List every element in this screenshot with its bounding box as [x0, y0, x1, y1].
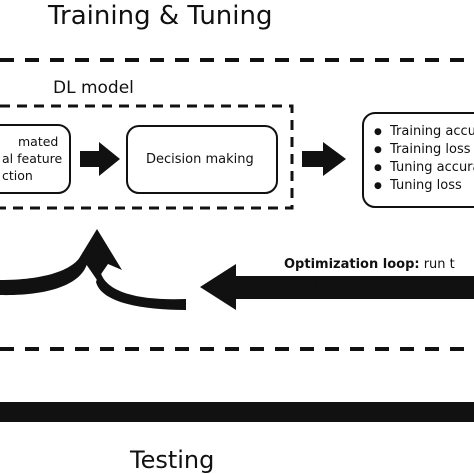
metrics-list: Training accu Training loss Tuning accur… — [374, 123, 474, 195]
feature-line-1: mated — [18, 134, 59, 149]
feature-extraction-text: mated al feature ction — [2, 133, 62, 184]
feedback-curve-right — [96, 270, 186, 310]
decision-making-box — [126, 125, 278, 194]
feature-line-2: al feature — [2, 151, 63, 166]
metric-tuning-accuracy: Tuning accura — [374, 159, 474, 177]
optimization-loop-text: Optimization loop: run t — [284, 255, 455, 274]
testing-bar — [0, 402, 474, 422]
feature-extraction-box — [0, 124, 71, 194]
metric-tuning-loss: Tuning loss — [374, 177, 474, 195]
optimization-line-1: Optimization loop: run t — [284, 255, 455, 274]
testing-title: Testing — [130, 446, 215, 474]
optimization-line-1-rest: run t — [419, 257, 455, 272]
optimization-line-2: tuning accuracy/loss is o — [276, 276, 437, 291]
metric-training-loss: Training loss — [374, 141, 474, 159]
feedback-curve-left — [0, 252, 87, 296]
dl-model-dashed-frame — [0, 104, 294, 210]
feedback-arrowhead-icon — [200, 264, 236, 310]
dl-model-label: DL model — [53, 78, 134, 98]
training-tuning-title: Training & Tuning — [48, 1, 273, 31]
feature-line-3: ction — [2, 168, 33, 183]
feedback-arrow-shaft — [236, 276, 474, 299]
decision-making-label: Decision making — [146, 152, 254, 167]
arrow-right-icon — [302, 142, 346, 176]
metric-training-accuracy: Training accu — [374, 123, 474, 141]
optimization-bold-label: Optimization loop: — [284, 257, 420, 272]
arrow-right-icon — [80, 142, 120, 176]
arrow-up-icon — [72, 229, 122, 280]
